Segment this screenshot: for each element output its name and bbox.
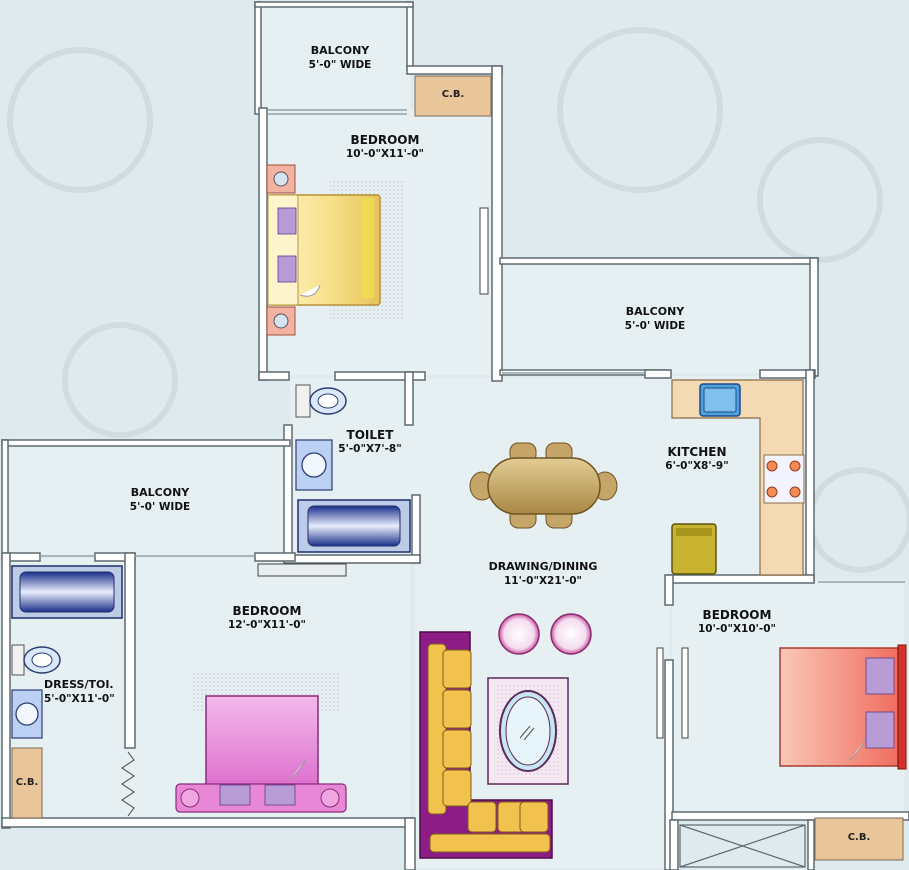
kitchen-counter [671, 379, 805, 576]
cupboard-label-right: C.B. [847, 832, 871, 843]
cupboard-left [11, 747, 43, 819]
cupboards [11, 75, 904, 861]
doors [257, 207, 689, 739]
label-kitchen: KITCHEN 6'-0"X8'-9" [665, 445, 729, 472]
bed-left-bedroom [175, 672, 347, 813]
label-toilet: TOILET 5'-0"X7'-8" [338, 428, 402, 455]
center-table [487, 677, 569, 785]
sofa [419, 631, 553, 859]
stools [498, 613, 592, 655]
label-balcony-top: BALCONY 5'-0" WIDE [308, 44, 372, 71]
cupboard-label-left: C.B. [15, 777, 39, 788]
cupboard-right [814, 817, 904, 861]
label-dress-toilet: DRESS/TOI. 5'-0"X11'-0" [44, 678, 115, 705]
label-drawing-dining: DRAWING/DINING 11'-0"X21'-0" [488, 560, 598, 587]
cupboard-label-top: C.B. [441, 89, 465, 100]
bed-right-bedroom [779, 644, 907, 770]
cupboard-top [414, 75, 492, 117]
label-bedroom-top: BEDROOM 10'-0"X11'-0" [345, 133, 425, 160]
label-balcony-right: BALCONY 5'-0' WIDE [624, 305, 686, 332]
dress-toilet-fixtures [11, 565, 135, 817]
toilet-fixtures [295, 384, 411, 553]
bed-top-bedroom [266, 164, 405, 336]
label-balcony-left: BALCONY 5'-0' WIDE [129, 486, 191, 513]
label-bedroom-right: BEDROOM 10'-0"X10'-0" [697, 608, 777, 635]
label-bedroom-left: BEDROOM 12'-0"X11'-0" [227, 604, 307, 631]
service-shaft [679, 824, 806, 868]
dining-table [469, 442, 618, 529]
